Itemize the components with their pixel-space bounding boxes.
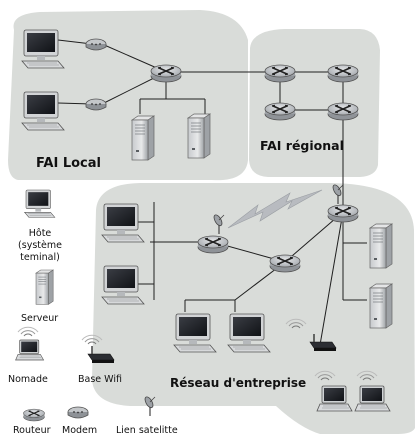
legend-modem-label: Modem (62, 425, 98, 436)
modem-icon (85, 38, 107, 51)
router-icon (327, 64, 359, 83)
router-icon (150, 64, 182, 83)
modem-icon (85, 98, 107, 111)
legend-mobile-icon (15, 339, 44, 361)
legend-host-label: Hôte (système teminal) (18, 228, 62, 263)
desktop-computer-icon (173, 313, 217, 353)
router-icon (264, 64, 296, 83)
satellite-link (227, 189, 323, 229)
desktop-computer-icon (101, 265, 145, 305)
desktop-computer-icon (21, 91, 65, 131)
legend-mobile-label: Nomade (8, 374, 48, 385)
legend-router-label: Routeur (13, 425, 51, 436)
server-icon (187, 113, 211, 159)
legend-router-icon (22, 408, 46, 422)
local-isp-label: FAI Local (36, 156, 101, 171)
regional-isp-label: FAI régional (260, 138, 344, 153)
server-icon (131, 115, 155, 161)
router-icon (197, 235, 229, 254)
router-icon (327, 204, 359, 223)
enterprise-network-label: Réseau d'entreprise (170, 376, 307, 390)
enterprise-region (92, 183, 415, 434)
router-icon (264, 102, 296, 121)
wireless-waves-icon (17, 326, 39, 337)
legend-modem-icon (67, 406, 89, 419)
legend-satellite-link-label: Lien satelitte (116, 425, 178, 436)
legend-server-icon (35, 269, 54, 305)
router-icon (327, 102, 359, 121)
desktop-computer-icon (21, 29, 65, 69)
router-icon (269, 254, 301, 273)
legend-host-icon (24, 189, 56, 218)
legend-server-label: Serveur (21, 313, 59, 324)
server-icon (369, 223, 393, 269)
server-icon (369, 283, 393, 329)
desktop-computer-icon (227, 313, 271, 353)
regional-isp-region (249, 29, 380, 177)
desktop-computer-icon (101, 203, 145, 243)
legend-wifi-base-label: Base Wifi (78, 374, 122, 385)
